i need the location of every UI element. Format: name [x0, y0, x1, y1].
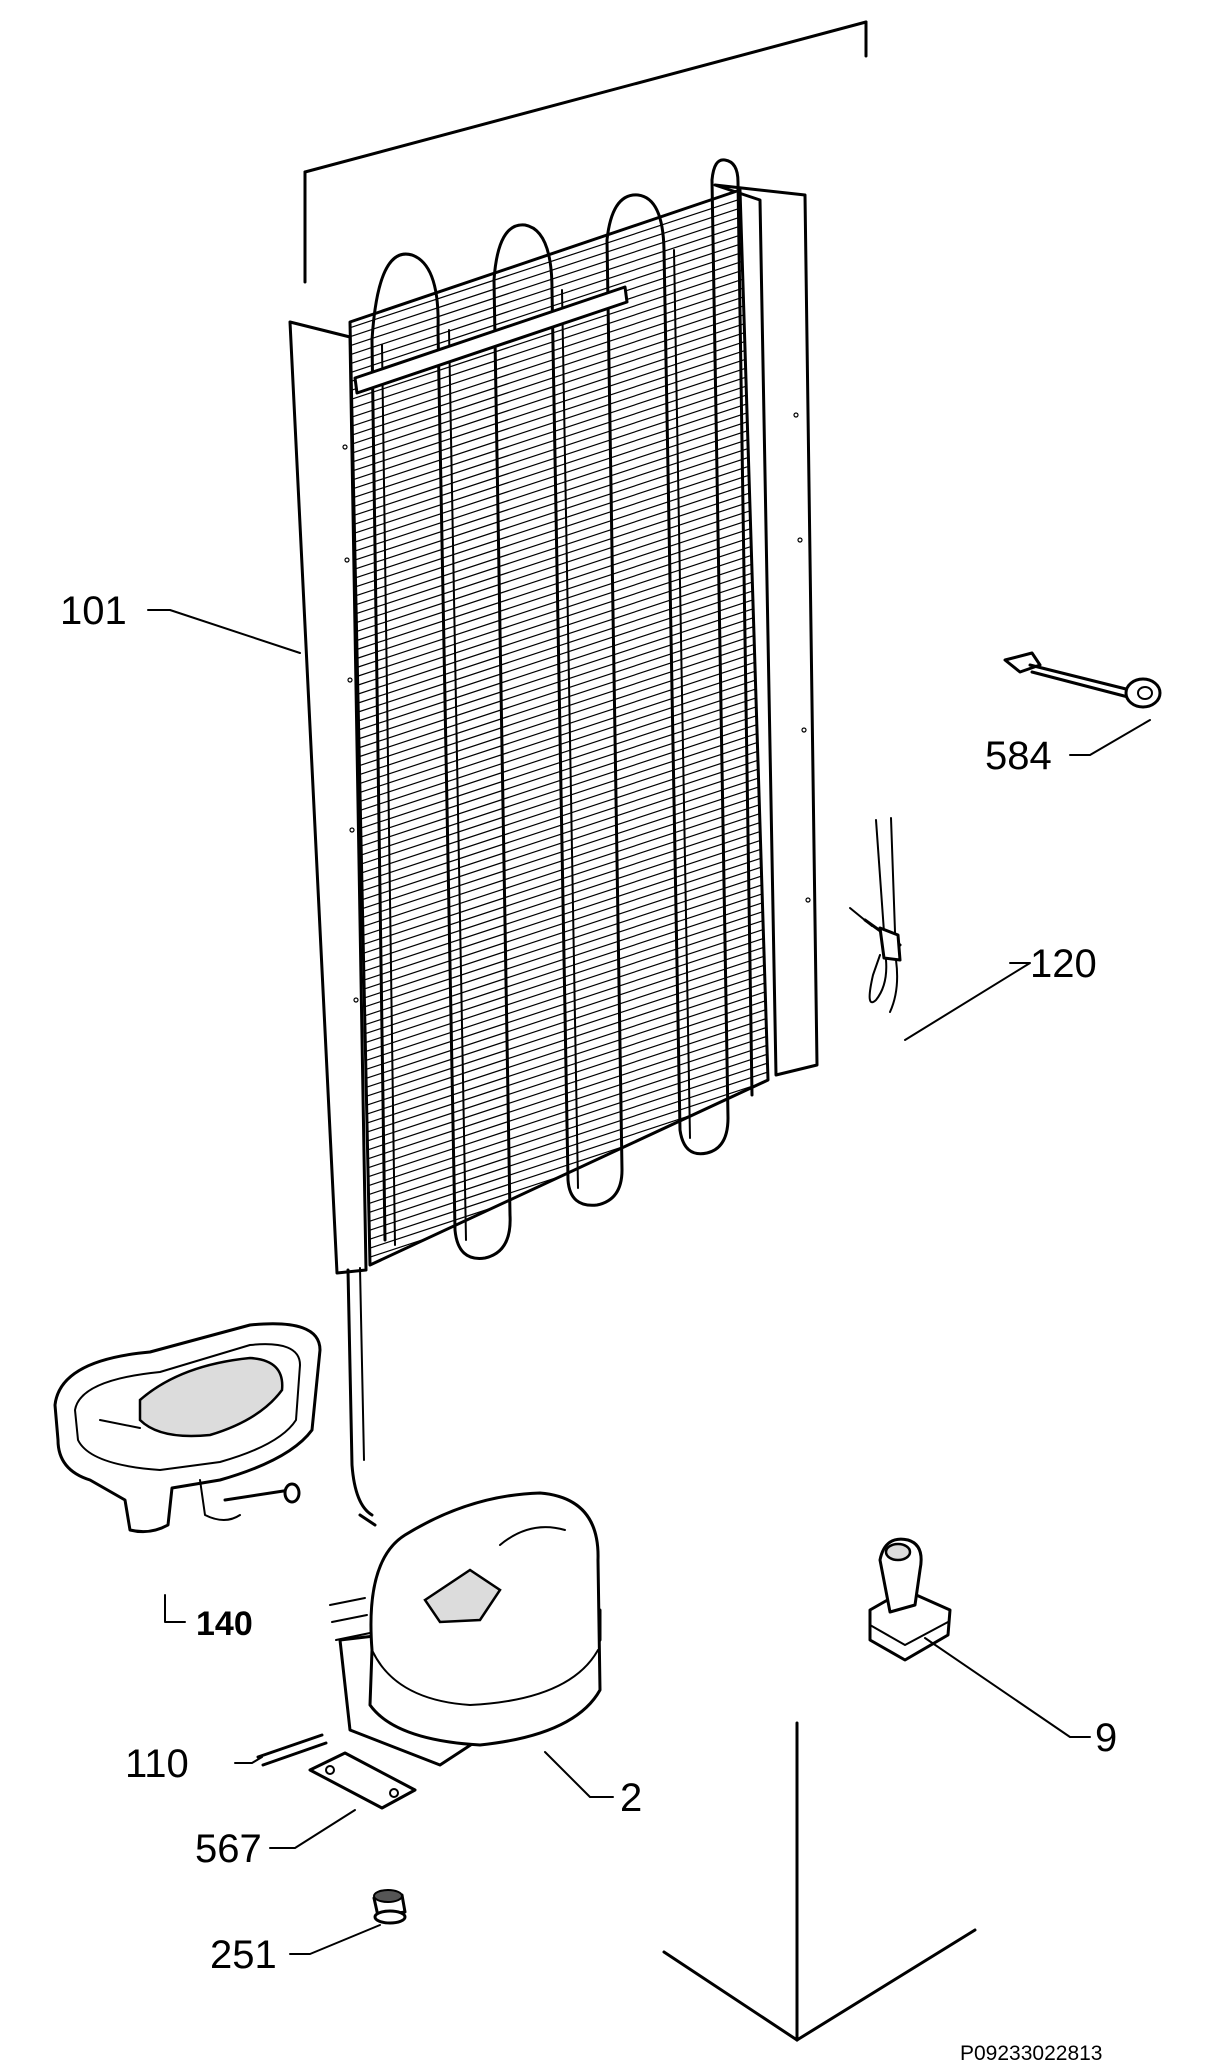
part-567-plate	[308, 1751, 417, 1810]
label-110: 110	[125, 1742, 189, 1786]
label-9: 9	[1095, 1716, 1117, 1760]
part-110-pin	[256, 1733, 328, 1767]
label-120: 120	[1030, 942, 1097, 986]
leader-lines	[147, 609, 1151, 1955]
part-9-clamp	[868, 1537, 952, 1662]
label-567: 567	[195, 1827, 262, 1871]
part-251-grommet	[372, 1889, 407, 1925]
label-584: 584	[985, 734, 1052, 778]
condenser	[288, 158, 819, 1517]
condenser-tube	[370, 158, 754, 1260]
condenser-crossbar	[353, 285, 629, 395]
part-120-sensor	[849, 817, 902, 1013]
part-labels: 101 584 120 140 9 110 2 567 251 P0923302…	[60, 589, 1117, 2065]
label-101: 101	[60, 589, 127, 633]
cabinet-outline	[303, 20, 977, 2042]
compressor	[329, 1491, 602, 1767]
part-584-clip	[1003, 651, 1162, 709]
label-140: 140	[196, 1605, 253, 1643]
drip-tray	[53, 1322, 322, 1534]
label-2: 2	[620, 1776, 642, 1820]
label-251: 251	[210, 1933, 277, 1977]
drawing-code: P09233022813	[960, 2042, 1102, 2065]
